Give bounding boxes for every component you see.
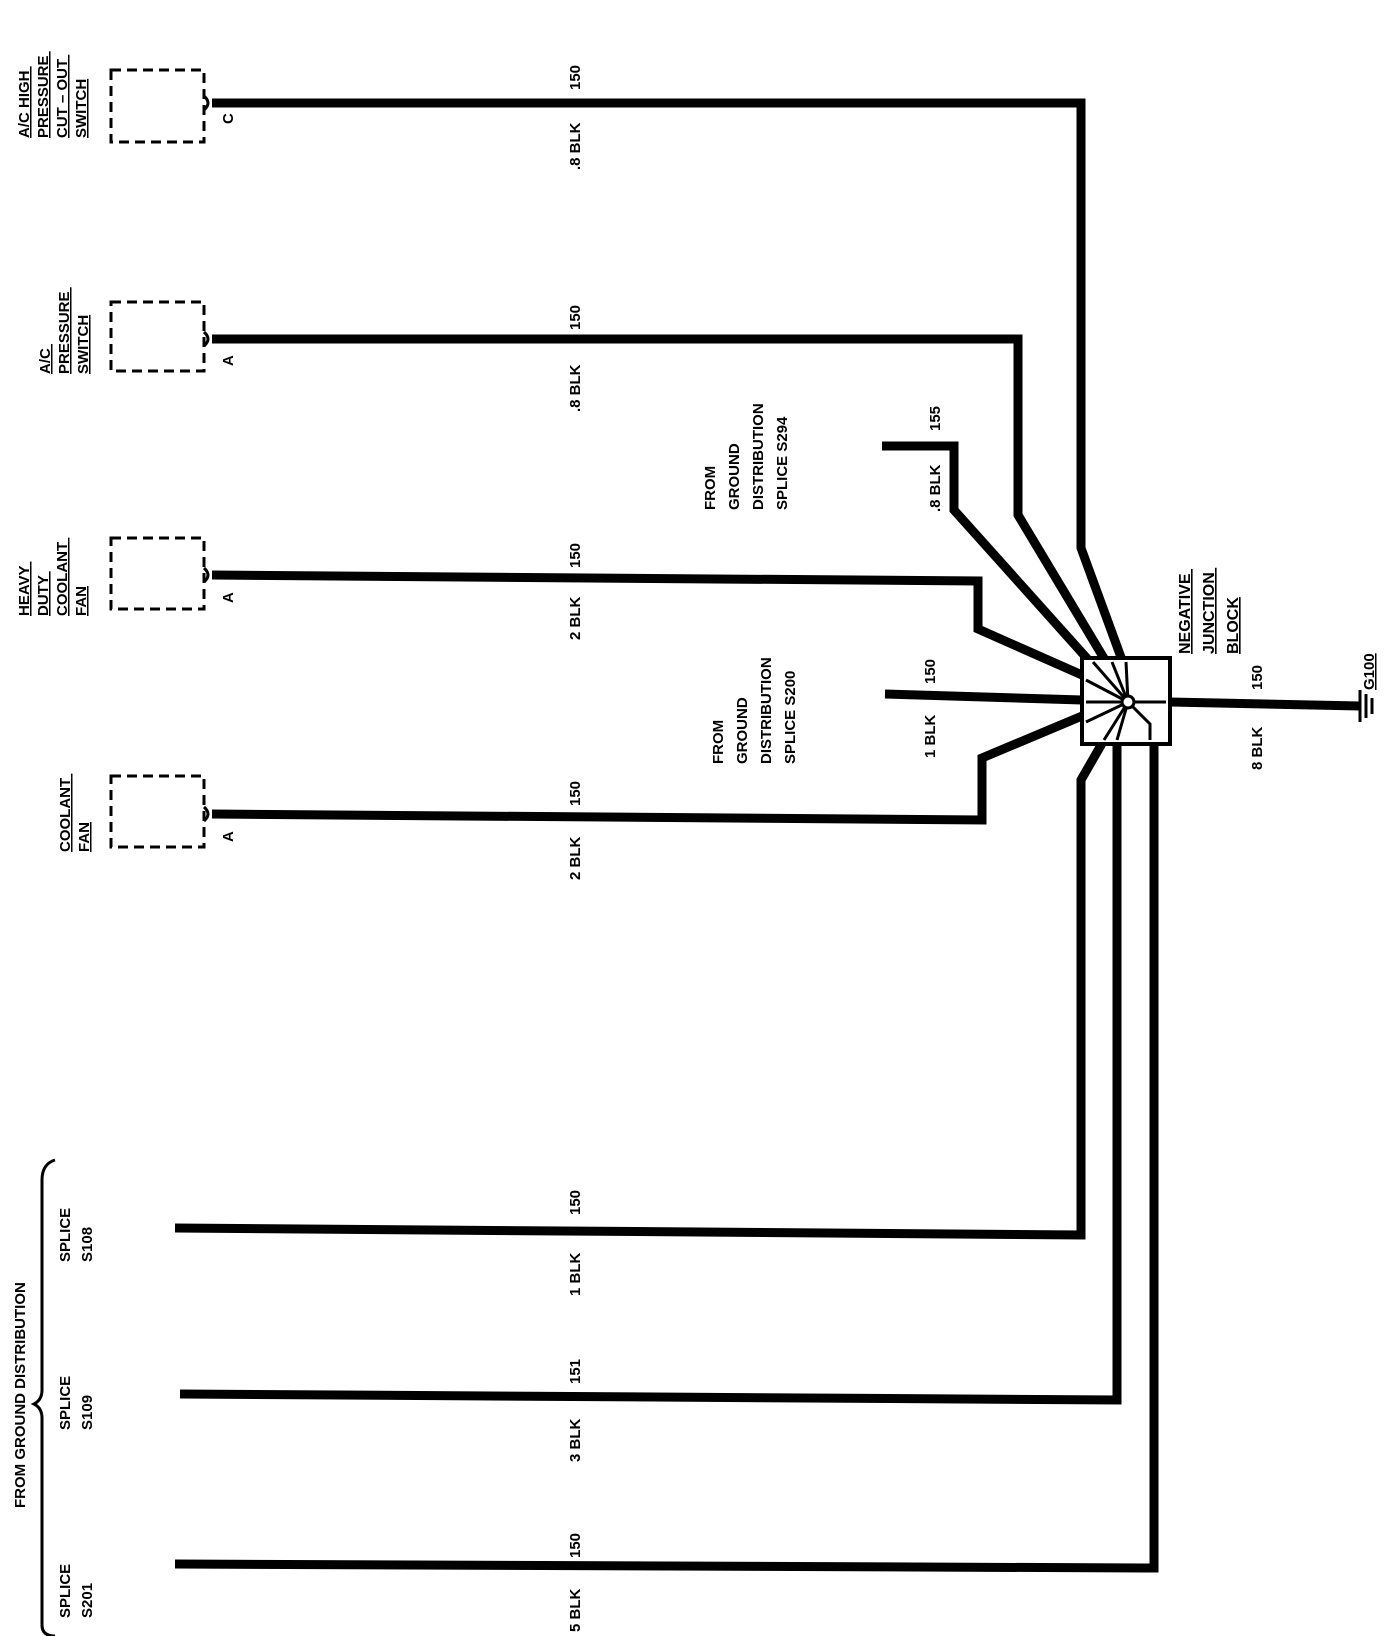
wire-s201 [174,740,1159,1573]
ac-high-pressure-circuit: 150 [567,65,584,90]
s108-wire: 1 BLK [567,1252,584,1296]
hd-coolant-fan-box [109,536,206,611]
ac-high-pressure-switch-label: A/C HIGH PRESSURE CUT – OUT SWITCH [16,51,90,138]
wire-hd-coolant-fan [211,570,1084,680]
ac-high-pressure-pin: C [220,113,237,124]
coolant-fan-box [109,774,206,849]
ground-symbol [1358,690,1374,722]
wire-s200-feed [884,689,1083,705]
wire-ac-pressure [212,334,1109,663]
wire-ground [1169,697,1361,711]
ac-pressure-pin: A [220,355,237,366]
wire-s294-feed [882,441,1096,668]
negative-junction-block [1080,656,1172,746]
s294-wire: .8 BLK [927,464,944,512]
coolant-fan-circuit: 150 [567,781,584,806]
junction-block-label: NEGATIVE JUNCTION BLOCK [1177,568,1242,654]
s200-label: FROM GROUND DISTRIBUTION SPLICE S200 [710,653,799,764]
ac-high-pressure-wire: .8 BLK [567,122,584,170]
hd-coolant-fan-wire: 2 BLK [567,596,584,640]
ac-pressure-wire: .8 BLK [567,364,584,412]
s200-circuit: 150 [922,659,939,684]
ac-high-pressure-switch-box [109,68,206,144]
coolant-fan-pin: A [220,831,237,842]
s201-wire: 5 BLK [567,1588,584,1632]
ground-distribution-brace [30,1158,56,1636]
s108-label: SPLICE S108 [57,1204,96,1262]
hd-coolant-fan-label: HEAVY DUTY COOLANT FAN [16,538,90,616]
s294-label: FROM GROUND DISTRIBUTION SPLICE S294 [702,399,791,510]
wires [174,98,1361,1573]
s109-circuit: 151 [567,1359,584,1384]
connectors [109,68,210,849]
s109-wire: 3 BLK [567,1418,584,1462]
s108-circuit: 150 [567,1190,584,1215]
s201-circuit: 150 [567,1533,584,1558]
ground-label-g100: G100 [1361,653,1378,690]
ac-pressure-switch-label: A/C PRESSURE SWITCH [37,287,92,374]
coolant-fan-wire: 2 BLK [567,836,584,880]
s200-wire: 1 BLK [922,714,939,758]
wire-s109 [179,740,1122,1405]
s201-label: SPLICE S201 [57,1560,96,1618]
hd-coolant-fan-circuit: 150 [567,543,584,568]
ac-pressure-switch-box [109,300,206,373]
coolant-fan-label: COOLANT FAN [57,774,93,852]
s294-circuit: 155 [927,406,944,431]
s109-label: SPLICE S109 [57,1372,96,1430]
ground-distribution-title: FROM GROUND DISTRIBUTION [12,1282,29,1508]
ac-pressure-circuit: 150 [567,305,584,330]
ground-circuit: 150 [1249,665,1266,690]
wire-s108 [174,737,1108,1240]
hd-coolant-fan-pin: A [220,592,237,603]
wire-coolant-fan [211,711,1084,825]
ground-wire: 8 BLK [1249,726,1266,770]
wire-ac-high-pressure [212,98,1127,662]
